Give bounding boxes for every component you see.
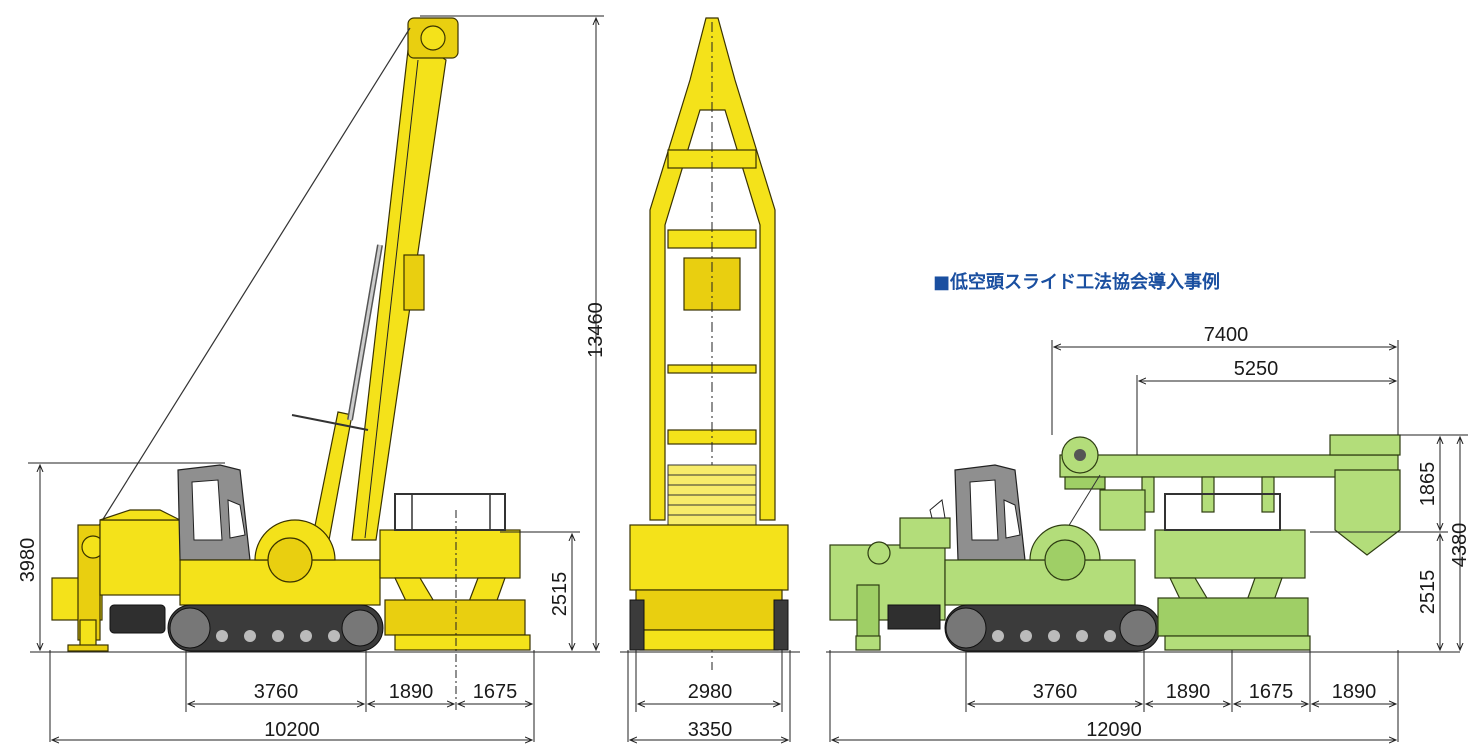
front-view-dimensions: 2980 3350 [627, 650, 791, 742]
green-overall-len-label: 12090 [1086, 719, 1142, 741]
side-seg-mid-label: 1890 [389, 681, 434, 703]
front-view-machine [620, 17, 800, 670]
side-height-base-label: 2515 [549, 572, 571, 617]
green-seg-front-label: 1675 [1249, 681, 1294, 703]
side-seg-front-label: 1675 [473, 681, 518, 703]
side-view-dimensions: 13460 3980 2515 3760 1890 1675 10200 [17, 15, 607, 742]
section-title: ■低空頭スライド工法協会導入事例 [933, 271, 1220, 293]
green-beam-len-label: 7400 [1204, 324, 1249, 346]
green-seg-end-label: 1890 [1332, 681, 1377, 703]
front-outer-width-label: 3350 [688, 719, 733, 741]
green-total-h-label: 4380 [1449, 523, 1468, 568]
green-view-dimensions: 7400 5250 1865 2515 4380 3760 1890 1675 … [829, 324, 1468, 742]
side-view-machine [30, 17, 600, 653]
green-seg-mid-label: 1890 [1166, 681, 1211, 703]
side-height-cab-label: 3980 [17, 538, 39, 583]
side-height-total-label: 13460 [585, 302, 607, 358]
front-inner-width-label: 2980 [688, 681, 733, 703]
side-track-len-label: 3760 [254, 681, 299, 703]
green-beam-front-label: 5250 [1234, 358, 1279, 380]
side-overall-len-label: 10200 [264, 719, 320, 741]
green-upper-h-label: 1865 [1417, 462, 1439, 507]
green-base-h-label: 2515 [1417, 570, 1439, 615]
green-view-machine [826, 434, 1460, 653]
green-track-len-label: 3760 [1033, 681, 1078, 703]
